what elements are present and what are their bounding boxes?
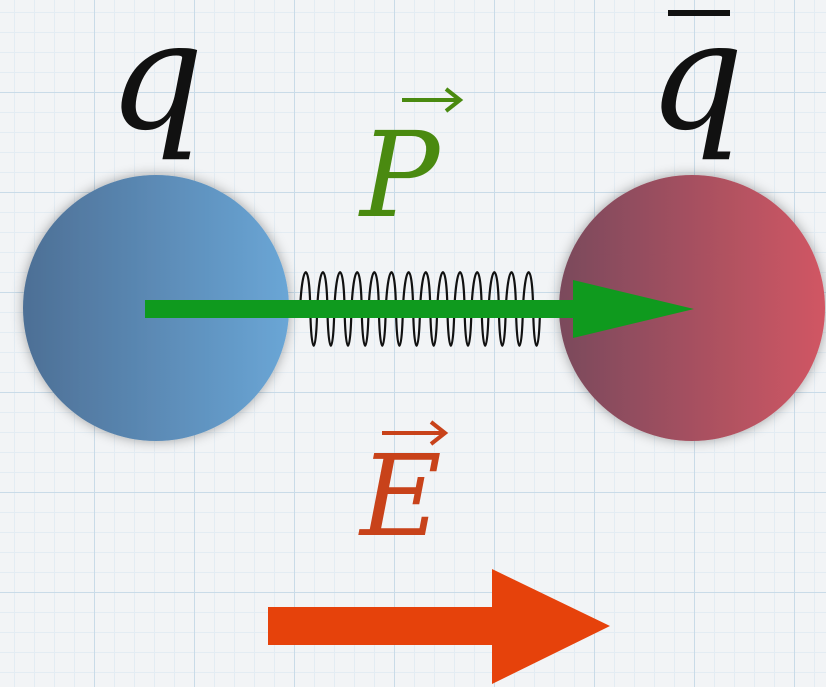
polarization-label: P xyxy=(358,106,442,244)
polarization-label-group: P xyxy=(358,87,464,244)
antiquark-label: q xyxy=(648,0,744,164)
vector-arrow-icon xyxy=(382,420,449,446)
vector-arrow-icon xyxy=(402,87,464,113)
field-label-group: E xyxy=(358,420,449,562)
polarization-arrow xyxy=(145,280,694,338)
field-label: E xyxy=(358,432,442,562)
antiquark-label-group: q xyxy=(648,0,744,164)
quark-label: q xyxy=(108,0,204,164)
antiquark-bar xyxy=(668,10,730,16)
antiquark-ball xyxy=(559,175,825,441)
electric-field-arrow xyxy=(268,569,610,684)
